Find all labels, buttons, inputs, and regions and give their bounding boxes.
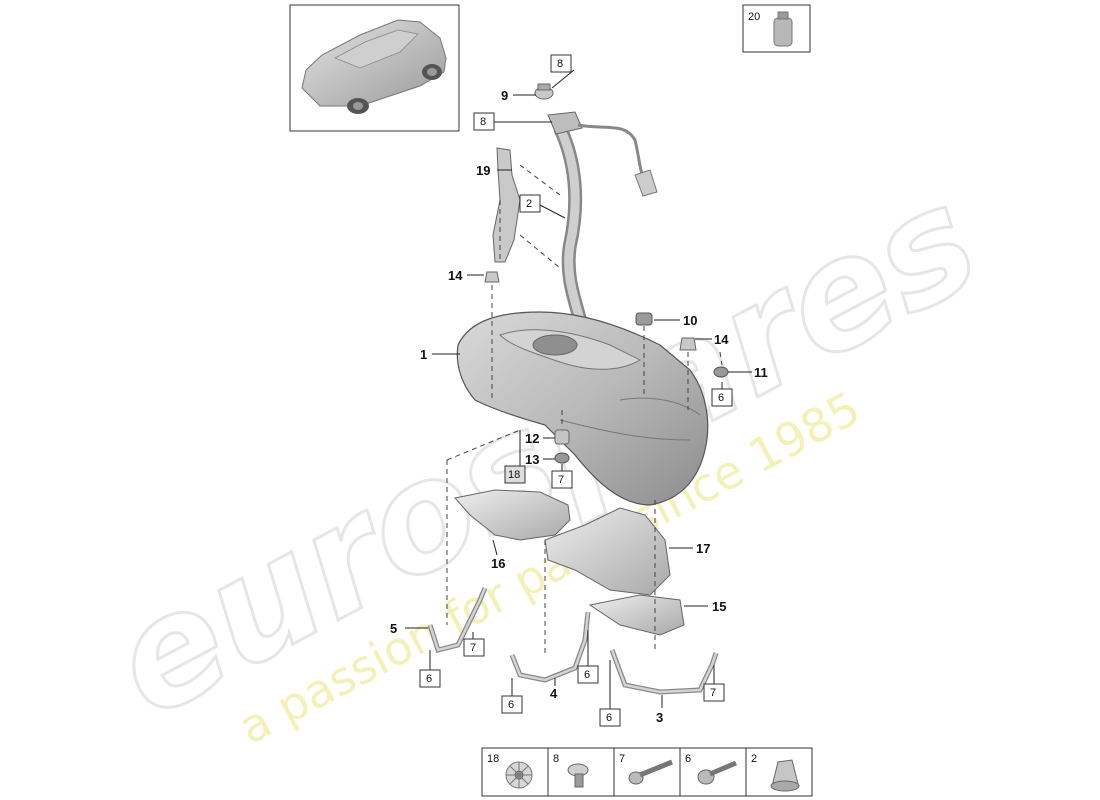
callout-3: 3 [656,710,663,725]
ref-box-6-strap3: 6 [599,708,621,727]
callout-13: 13 [525,452,539,467]
ref-box-6-mid: 6 [577,665,599,684]
callout-11: 11 [754,365,768,380]
callout-labels: 1 3 4 5 9 10 11 12 13 14 14 15 16 17 19 [390,88,768,725]
inset-20: 20 [742,4,811,53]
clip-rivet-icon [567,763,589,788]
callout-9: 9 [501,88,508,103]
svg-text:7: 7 [619,753,625,765]
filler-neck [547,111,658,322]
washer-part-13 [554,452,570,464]
callout-1: 1 [420,347,427,362]
fluid-bottle-icon [773,11,793,47]
assembly-lines [446,164,723,655]
callout-12: 12 [525,431,539,446]
watermark-brand: eurospares [85,153,1004,752]
svg-text:7: 7 [558,474,564,486]
grommet-part-14b [679,337,697,351]
callout-14a: 14 [448,268,463,283]
washer-part-11 [713,366,729,378]
svg-text:6: 6 [685,753,691,765]
grommet-part-14a [484,271,500,283]
strap-part-5 [427,587,488,653]
svg-text:8: 8 [553,753,559,765]
svg-text:18: 18 [508,469,520,481]
svg-text:6: 6 [426,673,432,685]
callout-16: 16 [491,556,505,571]
fuel-cap-part-9 [534,83,554,100]
expanding-nut-icon [770,759,800,792]
svg-text:7: 7 [470,642,476,654]
clip-nut-icon [505,761,533,789]
legend-cell-7: 7 [619,753,673,785]
ref-box-2: 2 [519,194,541,213]
bolt-long-icon [628,759,673,785]
ref-box-8-left: 8 [473,112,495,131]
ref-box-7-center: 7 [551,470,573,489]
fastener-legend: 18 8 7 6 [481,747,813,797]
svg-text:6: 6 [584,669,590,681]
svg-text:8: 8 [557,58,563,70]
callout-14b: 14 [714,332,729,347]
callout-10: 10 [683,313,697,328]
legend-cell-6: 6 [685,753,737,785]
grommet-part-12 [554,429,570,445]
svg-text:2: 2 [526,198,532,210]
bracket-part-19 [492,147,521,263]
ref-box-18: 18 [504,465,526,484]
svg-text:6: 6 [508,699,514,711]
legend-cell-8: 8 [553,753,589,788]
car-icon [301,19,447,114]
ref-box-8-top: 8 [550,54,572,73]
svg-text:8: 8 [480,116,486,128]
ref-boxes: 8 8 2 6 18 7 7 6 [419,54,733,727]
ref-box-6-strap4: 6 [501,695,523,714]
svg-text:6: 6 [606,712,612,724]
callout-15: 15 [712,599,726,614]
fuel-tank-part-1 [456,311,709,506]
svg-text:7: 7 [710,687,716,699]
ref-box-6-washer: 6 [711,388,733,407]
svg-text:18: 18 [487,753,499,765]
heat-shield-part-15 [588,594,685,636]
watermark: eurospares a passion for parts since 198… [84,151,1006,754]
ref-box-7-right: 7 [703,683,725,702]
callout-17: 17 [696,541,710,556]
ref-box-7-left: 7 [463,638,485,657]
callout-5: 5 [390,621,397,636]
legend-cell-18: 18 [487,753,533,789]
grommet-part-10 [635,312,653,326]
svg-text:2: 2 [751,753,757,765]
callout-19: 19 [476,163,490,178]
callout-4: 4 [550,686,558,701]
legend-cell-2: 2 [751,753,800,792]
strap-part-4 [509,611,591,683]
heat-shield-part-16 [454,489,571,541]
heat-shield-part-17 [544,507,671,596]
bolt-short-icon [697,760,737,785]
inset-20-label: 20 [748,11,760,23]
svg-text:6: 6 [718,392,724,404]
ref-box-6-left: 6 [419,669,441,688]
strap-part-3 [609,649,719,695]
vehicle-thumbnail [289,4,460,132]
